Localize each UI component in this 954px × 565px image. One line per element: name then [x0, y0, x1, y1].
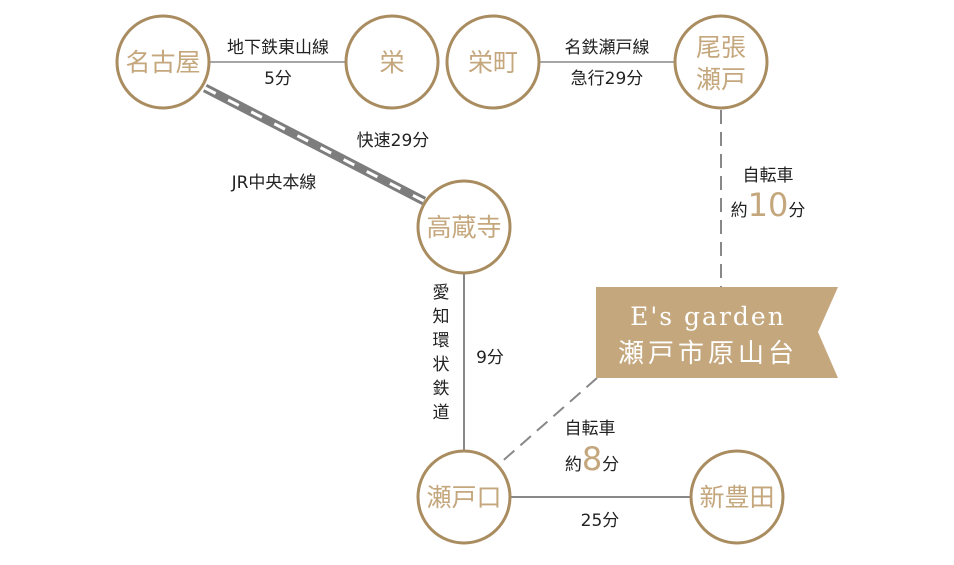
destination-banner: E's garden 瀬戸市原山台	[596, 287, 838, 378]
minutes: 10	[748, 186, 789, 224]
char: 道	[433, 403, 450, 423]
route-time: 急行29分	[571, 69, 644, 89]
station-setoguchi: 瀬戸口	[416, 449, 512, 545]
unit: 分	[602, 455, 619, 475]
station-label: 瀬戸口	[426, 483, 501, 512]
station-kozoji: 高蔵寺	[416, 179, 512, 275]
route-time: 9分	[476, 348, 504, 368]
route-name: JR中央本線	[231, 173, 317, 193]
char: 知	[433, 307, 450, 327]
char: 鉄	[433, 379, 450, 399]
route-name: 地下鉄東山線	[227, 38, 329, 58]
char: 愛	[433, 283, 450, 303]
aikan-line-name: 愛 知 環 状 鉄 道	[433, 283, 450, 423]
station-sakae: 栄	[344, 14, 440, 110]
station-label: 名古屋	[125, 48, 200, 77]
unit: 分	[788, 201, 805, 221]
station-label: 栄町	[468, 48, 518, 77]
station-label: 高蔵寺	[426, 213, 501, 242]
bike-label: 自転車	[565, 419, 616, 439]
station-label: 栄	[379, 48, 404, 77]
char: 状	[433, 355, 450, 375]
station-label: 瀬戸	[696, 65, 746, 94]
station-shintoyota: 新豊田	[689, 449, 785, 545]
bike-label: 自転車	[743, 166, 794, 186]
route-name: 名鉄瀬戸線	[565, 38, 650, 58]
prefix: 約	[731, 201, 748, 221]
minutes: 8	[582, 440, 602, 478]
bike-time: 約8分	[565, 440, 619, 478]
station-sakaemachi: 栄町	[445, 14, 541, 110]
char: 環	[433, 331, 450, 351]
route-time: 快速29分	[357, 131, 430, 151]
station-label: 新豊田	[699, 483, 774, 512]
station-owariseto: 尾張 瀬戸	[673, 14, 769, 110]
route-time: 5分	[264, 69, 292, 89]
jr-line	[202, 84, 427, 205]
station-label: 尾張	[696, 33, 746, 62]
prefix: 約	[565, 455, 582, 475]
destination-name-jp: 瀬戸市原山台	[618, 339, 798, 369]
destination-name-en: E's garden	[630, 302, 786, 331]
bike-time: 約10分	[731, 186, 806, 224]
station-nagoya: 名古屋	[115, 14, 211, 110]
route-time: 25分	[581, 511, 620, 531]
